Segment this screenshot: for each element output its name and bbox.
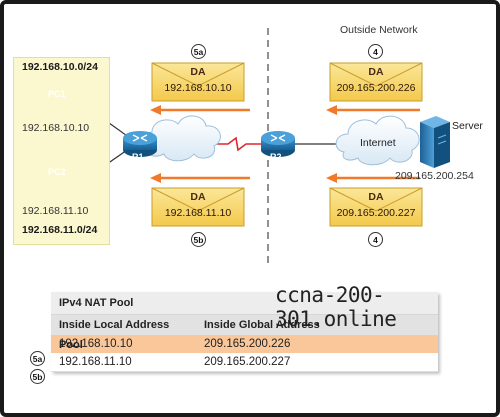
internet-label: Internet xyxy=(360,137,396,149)
router-r2-label: R2 xyxy=(270,152,282,162)
envelope-5b xyxy=(151,187,245,227)
packet-4-bottom-address: 209.165.200.227 xyxy=(336,207,416,219)
table-caption: IPv4 NAT Pool xyxy=(51,292,438,315)
packet-5b-title: DA xyxy=(190,191,206,203)
step-marker-4-top: 4 xyxy=(368,44,383,59)
outside-network-label: Outside Network xyxy=(340,24,418,36)
header-inside-local: Inside Local Address Pool xyxy=(59,319,170,351)
wan-cloud-left xyxy=(142,115,221,162)
row-marker-5b: 5b xyxy=(30,369,45,384)
router-r1-label: R1 xyxy=(132,152,144,162)
packet-5b-address: 192.168.11.10 xyxy=(164,207,232,219)
inside-lan-box xyxy=(13,57,110,245)
pc2-label: PC2 xyxy=(48,167,66,177)
table-header-row: Inside Local Address Pool Inside Global … xyxy=(51,315,438,351)
server-icon xyxy=(420,116,450,168)
row-marker-5a: 5a xyxy=(30,351,45,366)
pc2-ip: 192.168.11.10 xyxy=(22,205,89,217)
server-label: Server xyxy=(452,120,483,132)
traffic-arrows xyxy=(150,105,420,183)
pc1-ip: 192.168.10.10 xyxy=(22,122,90,134)
envelope-5a xyxy=(151,62,245,102)
subnet-label-top: 192.168.10.0/24 xyxy=(22,61,98,73)
packet-5a-title: DA xyxy=(190,66,206,78)
step-marker-5b: 5b xyxy=(191,232,206,247)
row-5b-local: 192.168.11.10 xyxy=(59,356,132,368)
packet-5a-address: 192.168.10.10 xyxy=(164,82,232,94)
row-5b-global: 209.165.200.227 xyxy=(204,356,291,368)
header-inside-global: Inside Global Address xyxy=(204,319,320,331)
table-row: 192.168.10.10 209.165.200.226 xyxy=(51,335,438,353)
subnet-label-bottom: 192.168.11.0/24 xyxy=(22,224,98,236)
row-5a-local: 192.168.10.10 xyxy=(59,338,133,350)
envelope-4-bottom xyxy=(329,187,423,227)
table-row: 192.168.11.10 209.165.200.227 xyxy=(51,353,438,372)
pc1-label: PC1 xyxy=(48,89,66,99)
envelope-4-top xyxy=(329,62,423,102)
row-5a-global: 209.165.200.226 xyxy=(204,338,291,350)
packet-4-top-title: DA xyxy=(368,66,384,78)
watermark: ccna-200-301.online xyxy=(275,283,397,331)
step-marker-5a: 5a xyxy=(191,44,206,59)
packet-4-bottom-title: DA xyxy=(368,191,384,203)
nat-pool-table: IPv4 NAT Pool Inside Local Address Pool … xyxy=(51,292,438,372)
internet-cloud xyxy=(335,115,420,166)
router-r2 xyxy=(261,131,295,157)
server-ip: 209.165.200.254 xyxy=(395,170,474,182)
packet-4-top-address: 209.165.200.226 xyxy=(336,82,416,94)
router-r1 xyxy=(123,131,157,157)
step-marker-4-bottom: 4 xyxy=(368,232,383,247)
